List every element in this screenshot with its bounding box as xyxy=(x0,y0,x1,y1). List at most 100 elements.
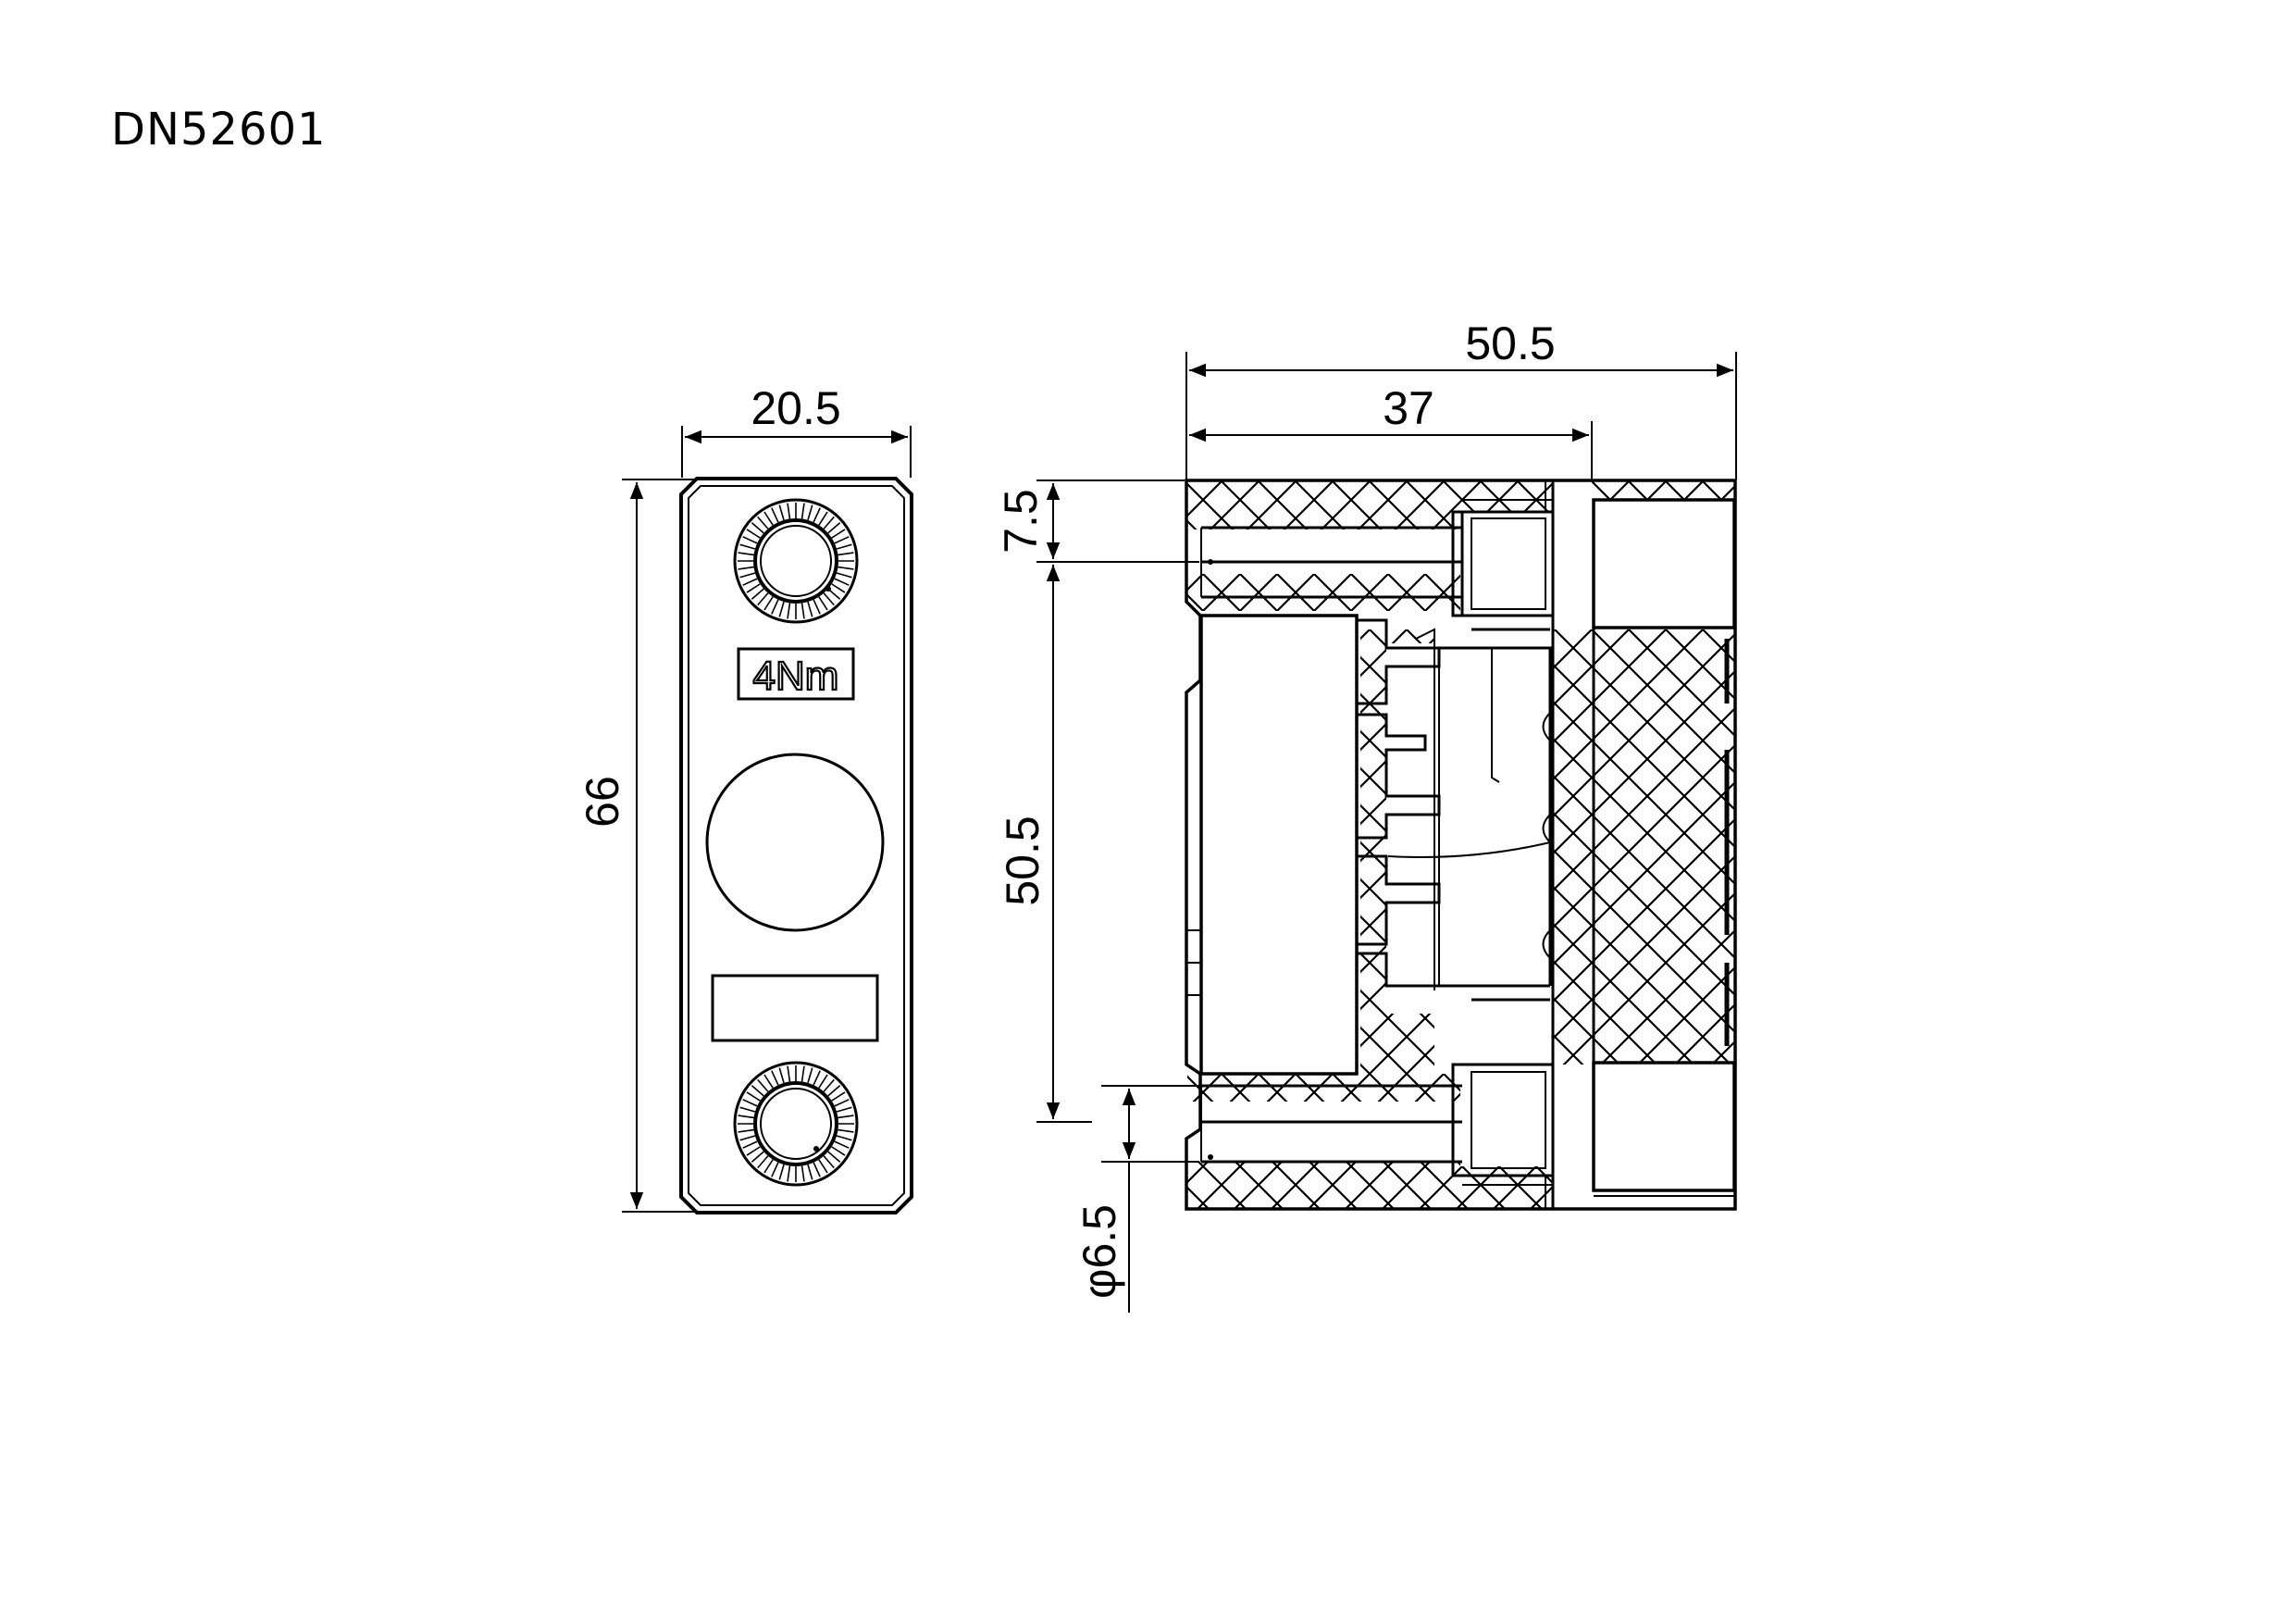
serration-tick xyxy=(836,1135,852,1141)
dim-hole-diameter: φ6.5 xyxy=(1074,1085,1199,1313)
serration-tick xyxy=(763,596,774,611)
svg-text:37: 37 xyxy=(1383,382,1434,434)
serration-tick xyxy=(746,529,761,539)
serration-tick xyxy=(807,1067,813,1084)
internal-mechanism xyxy=(1186,618,1552,1002)
serration-tick xyxy=(739,1135,756,1141)
serration-tick xyxy=(831,1091,846,1102)
serration-tick xyxy=(787,1065,791,1082)
svg-text:50.5: 50.5 xyxy=(997,816,1049,905)
serration-tick xyxy=(742,1140,758,1149)
serration-tick xyxy=(739,1106,756,1113)
serration-tick xyxy=(838,566,854,570)
clamp-caps xyxy=(1551,480,1736,1209)
serration-tick xyxy=(751,588,764,600)
serration-tick xyxy=(757,1155,769,1169)
serration-tick xyxy=(751,1151,764,1163)
serration-tick xyxy=(834,1140,850,1149)
serration-tick xyxy=(738,1128,754,1133)
serration-tick xyxy=(838,1128,854,1133)
torque-label: 4Nm xyxy=(737,647,855,701)
serration-tick xyxy=(778,601,785,617)
rect-window xyxy=(711,974,879,1042)
serration-tick xyxy=(807,1164,813,1180)
serration-tick xyxy=(818,1074,828,1089)
serration-tick xyxy=(763,511,774,526)
serration-tick xyxy=(823,516,835,529)
serration-tick xyxy=(800,1065,805,1082)
serration-tick xyxy=(771,507,779,523)
serration-tick xyxy=(807,601,813,617)
serration-tick xyxy=(827,1151,841,1163)
serration-tick xyxy=(836,543,852,550)
serration-tick xyxy=(742,1099,758,1107)
serration-tick xyxy=(838,552,854,556)
serration-tick xyxy=(813,1162,821,1177)
serration-tick xyxy=(807,504,813,521)
serration-tick xyxy=(763,1159,774,1174)
serration-tick xyxy=(757,1078,769,1092)
serration-tick xyxy=(771,599,779,615)
dim-height: 66 xyxy=(577,479,696,1213)
svg-text:20.5: 20.5 xyxy=(751,382,840,434)
serration-tick xyxy=(778,1164,785,1180)
serration-tick xyxy=(823,1155,835,1169)
front-view: 4Nm 20.5 66 xyxy=(577,382,913,1214)
serration-tick xyxy=(746,1146,761,1156)
serration-tick xyxy=(787,503,791,519)
bottom-conductor-channel xyxy=(1200,1063,1555,1209)
serration-tick xyxy=(831,583,846,593)
serration-tick xyxy=(787,603,791,619)
svg-text:66: 66 xyxy=(577,776,628,828)
serration-tick xyxy=(778,504,785,521)
serration-tick xyxy=(827,522,841,534)
serration-tick xyxy=(818,596,828,611)
serration-tick xyxy=(836,572,852,579)
serration-tick xyxy=(838,1115,854,1119)
part-number: DN52601 xyxy=(111,104,327,156)
serration-tick xyxy=(738,1115,754,1119)
svg-text:φ6.5: φ6.5 xyxy=(1074,1204,1125,1299)
top-conductor-channel xyxy=(1200,480,1555,617)
serration-tick xyxy=(738,552,754,556)
serration-tick xyxy=(813,507,821,523)
serration-tick xyxy=(739,543,756,550)
dim-width: 20.5 xyxy=(681,382,912,478)
top-terminal-screw xyxy=(733,498,859,624)
serration-tick xyxy=(831,529,846,539)
serration-tick xyxy=(836,1106,852,1113)
serration-tick xyxy=(771,1070,779,1086)
serration-tick xyxy=(800,603,805,619)
serration-tick xyxy=(834,578,850,586)
serration-tick xyxy=(787,1165,791,1182)
serration-tick xyxy=(742,536,758,544)
serration-tick xyxy=(823,1078,835,1092)
svg-text:7.5: 7.5 xyxy=(995,489,1047,554)
serration-tick xyxy=(813,1070,821,1086)
round-window xyxy=(705,753,885,932)
serration-tick xyxy=(746,583,761,593)
serration-tick xyxy=(763,1074,774,1089)
dim-top-offset: 7.5 xyxy=(995,479,1199,563)
dim-total-length: 50.5 xyxy=(1185,318,1737,479)
serration-tick xyxy=(823,592,835,606)
serration-tick xyxy=(751,522,764,534)
serration-tick xyxy=(739,572,756,579)
bottom-terminal-screw xyxy=(733,1061,859,1187)
serration-tick xyxy=(834,536,850,544)
serration-tick xyxy=(742,578,758,586)
serration-tick xyxy=(818,511,828,526)
serration-tick xyxy=(827,1085,841,1097)
serration-tick xyxy=(746,1091,761,1102)
svg-text:50.5: 50.5 xyxy=(1465,318,1555,369)
serration-tick xyxy=(800,1165,805,1182)
serration-tick xyxy=(738,566,754,570)
serration-tick xyxy=(813,599,821,615)
serration-tick xyxy=(757,516,769,529)
dim-inner-length: 37 xyxy=(1189,382,1593,479)
serration-tick xyxy=(831,1146,846,1156)
serration-tick xyxy=(834,1099,850,1107)
serration-tick xyxy=(751,1085,764,1097)
serration-tick xyxy=(800,503,805,519)
